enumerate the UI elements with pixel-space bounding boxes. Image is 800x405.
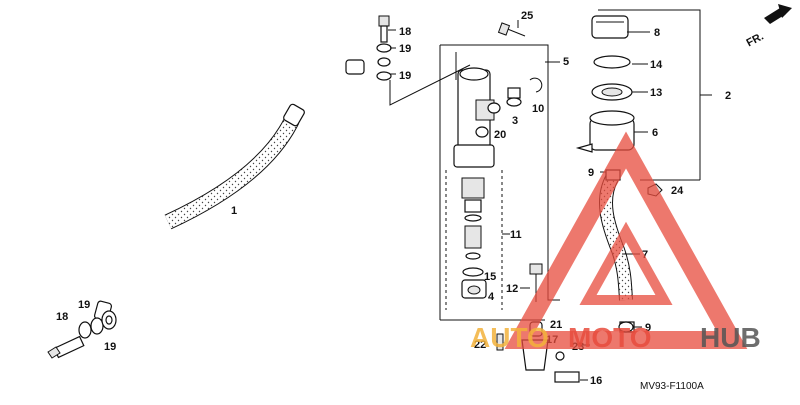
callout-1: 1	[231, 205, 237, 217]
callout-19-a: 19	[399, 43, 411, 55]
callout-8: 8	[654, 27, 660, 39]
master-cylinder	[453, 67, 495, 168]
callout-11: 11	[510, 229, 522, 241]
callout-24: 24	[671, 185, 684, 197]
callout-12: 12	[506, 283, 518, 295]
callout-3: 3	[512, 115, 518, 127]
callout-13: 13	[650, 87, 662, 99]
front-direction-label: FR.	[744, 31, 765, 50]
callout-9-lower: 9	[645, 322, 651, 334]
banjo-bolt-upper	[376, 15, 392, 81]
master-cylinder-bracket-lines	[389, 9, 712, 321]
callout-21: 21	[550, 319, 562, 331]
piston-assembly	[461, 177, 487, 299]
callout-2: 2	[725, 90, 731, 102]
diagram-code: MV93-F1100A	[640, 381, 704, 392]
callout-19-d: 19	[104, 341, 116, 353]
callout-19-c: 19	[78, 299, 90, 311]
callout-25: 25	[521, 10, 533, 22]
banjo-bolt-lower	[47, 310, 117, 359]
front-direction-arrow	[764, 4, 792, 24]
callout-5: 5	[563, 56, 569, 68]
reservoir	[575, 15, 635, 153]
callout-4: 4	[488, 291, 495, 303]
callout-20: 20	[494, 129, 506, 141]
callout-14: 14	[650, 59, 663, 71]
callout-15: 15	[484, 271, 496, 283]
brake-hose	[93, 59, 365, 322]
callout-7: 7	[642, 249, 648, 261]
callout-16: 16	[590, 375, 602, 387]
callout-6: 6	[652, 127, 658, 139]
callout-19-b: 19	[399, 70, 411, 82]
watermark-moto: MOTO	[568, 322, 651, 353]
watermark-auto: AUTO	[470, 322, 549, 353]
watermark-hub: HUB	[700, 322, 761, 353]
watermark-logo	[504, 131, 748, 349]
callout-18-lower: 18	[56, 311, 68, 323]
callout-18-upper: 18	[399, 26, 411, 38]
callout-22: 22	[474, 339, 486, 351]
callout-10: 10	[532, 103, 544, 115]
callout-9-upper: 9	[588, 167, 594, 179]
watermark-text: AUTO MOTO HUB	[470, 322, 761, 353]
